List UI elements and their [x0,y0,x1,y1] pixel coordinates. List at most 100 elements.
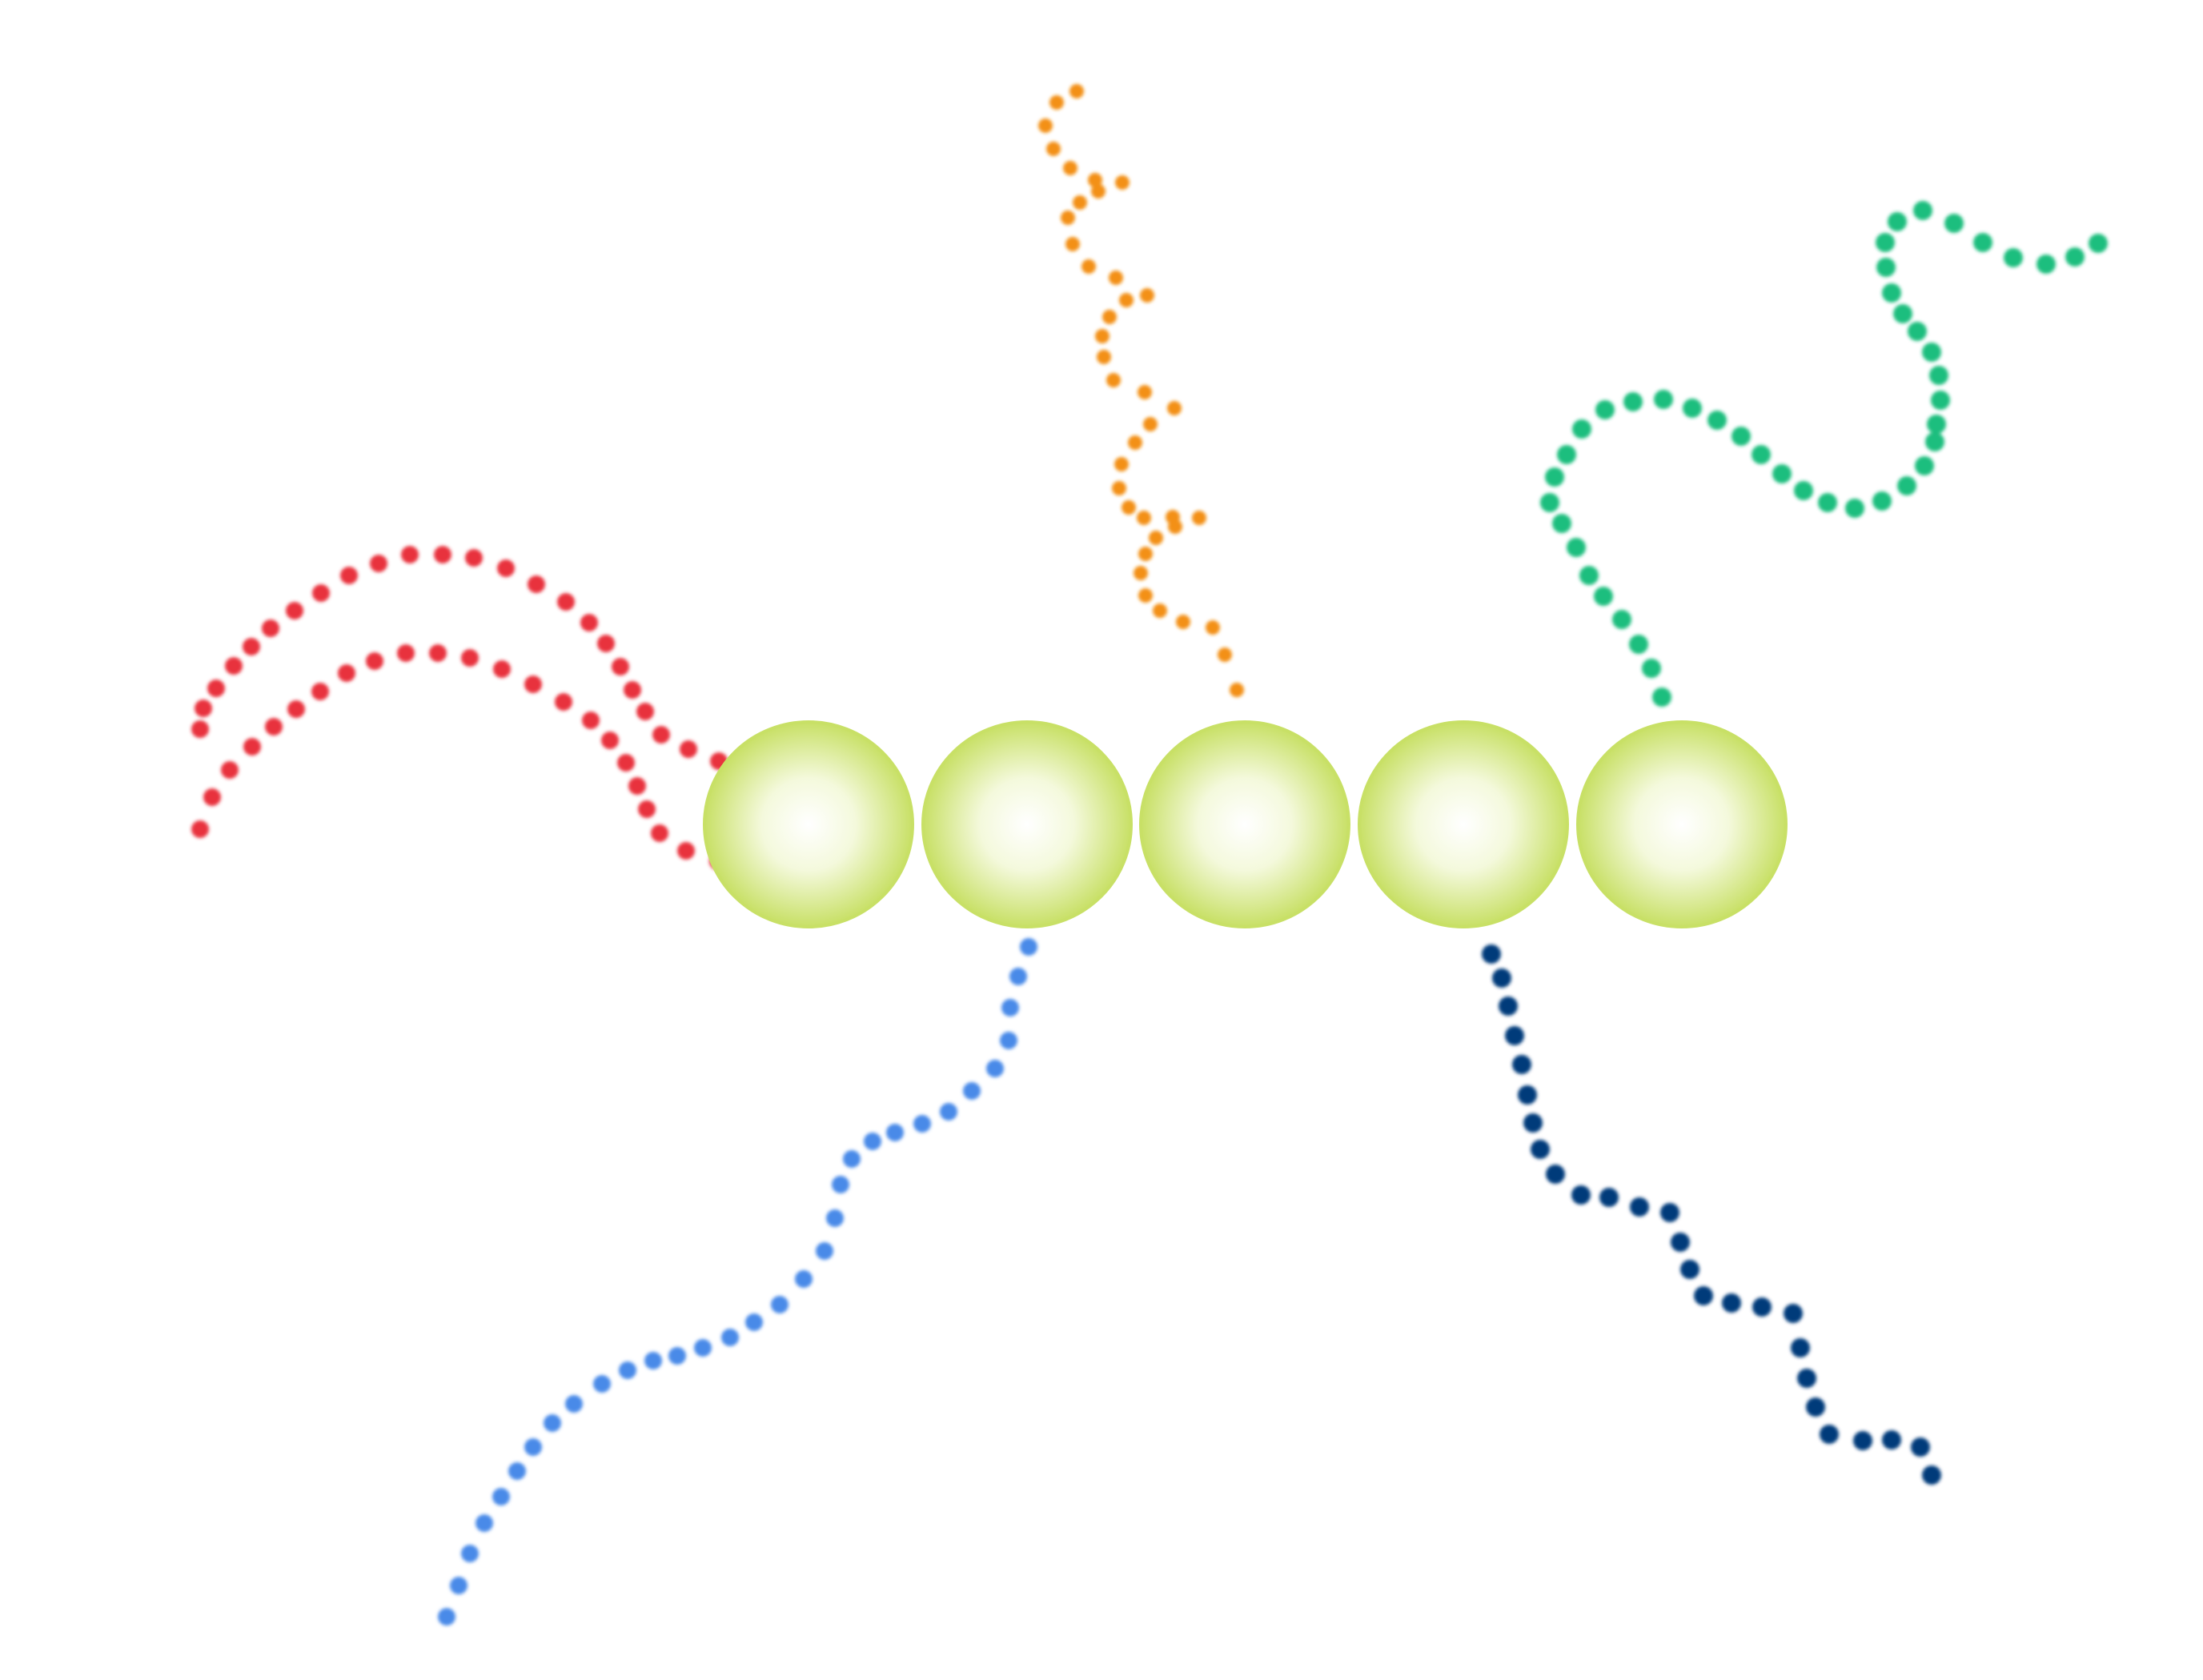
light-blue-chain-dot [450,1577,467,1594]
red-chain-upper-dot [340,567,358,584]
red-chain-upper-dot [191,720,209,738]
green-chain-dot [1927,415,1946,434]
green-chain-dot [1552,514,1571,533]
backbone-bead [921,720,1133,928]
orange-chain-dot [1063,161,1077,175]
light-blue-chain-dot [826,1209,844,1227]
green-chain-dot [1876,258,1896,277]
dark-blue-chain-dot [1660,1203,1679,1222]
orange-chain-dot [1109,271,1123,285]
red-chain-lower-dot [601,732,619,749]
red-chain-upper-dot [465,549,483,567]
light-blue-chain-dot [492,1488,510,1506]
red-chain-lower-dot [524,676,542,693]
dark-blue-chain-dot [1784,1304,1803,1323]
dark-blue-chain-dot [1512,1055,1531,1074]
red-chain-lower [191,644,727,870]
red-chain-upper-dot [597,635,615,652]
green-chain-dot [1579,566,1599,585]
red-chain-lower-dot [582,712,600,729]
light-blue-chain-dot [832,1176,849,1193]
green-chain-dot [1642,659,1661,678]
light-blue-chain-dot [1000,1032,1017,1049]
green-chain-dot [1654,390,1673,409]
dark-blue-chain-dot [1911,1437,1930,1457]
dark-blue-chain-dot [1820,1425,1839,1444]
dark-blue-chain-dot [1797,1369,1816,1388]
orange-chain-dot [1102,310,1117,324]
orange-chain-dot [1138,547,1153,561]
orange-chain-dot [1192,511,1206,525]
dark-blue-chain [1482,944,1941,1485]
dark-blue-chain-dot [1680,1260,1699,1279]
orange-chain-dot [1140,288,1154,303]
green-chain-dot [1893,304,1912,323]
light-blue-chain-dot [963,1082,981,1100]
dark-blue-chain-dot [1791,1338,1810,1357]
dark-blue-chain-dot [1531,1140,1550,1159]
dark-blue-chain-dot [1694,1286,1713,1305]
green-chain-dot [1612,610,1631,629]
red-chain-upper-dot [434,546,451,563]
light-blue-chain-dot [544,1414,561,1432]
orange-chain-dot [1137,511,1151,525]
red-chain-upper-dot [286,602,303,619]
red-chain-upper-dot [580,614,598,632]
red-chain-lower-dot [429,644,447,662]
orange-chain-dot [1128,435,1142,450]
orange-chain-dot [1176,615,1190,629]
green-chain-dot [1652,688,1671,707]
green-chain-dot [1567,538,1586,557]
red-chain-upper-dot [528,575,545,593]
red-chain-lower-dot [311,683,329,700]
light-blue-chain-dot [721,1329,739,1346]
green-chain-dot [1973,233,1992,252]
light-blue-chain-dot [524,1438,542,1456]
orange-chain-dot [1119,293,1134,307]
light-blue-chain-dot [940,1103,957,1121]
red-chain-upper-dot [497,559,515,577]
dark-blue-chain-dot [1505,1026,1524,1045]
light-blue-chain-dot [886,1124,904,1141]
red-chain-lower-dot [265,718,283,736]
dark-blue-chain-dot [1518,1085,1537,1105]
orange-chain-dot [1106,373,1121,387]
light-blue-chain-dot [644,1352,662,1369]
dark-blue-chain-dot [1546,1165,1565,1184]
dark-blue-chain-dot [1853,1431,1872,1450]
light-blue-chain-dot [476,1514,493,1532]
red-chain-upper-dot [262,619,279,637]
green-chain-dot [1752,445,1771,464]
green-chain-dot [2004,248,2023,267]
red-chain-lower-dot [191,820,209,838]
light-blue-chain [438,938,1037,1626]
orange-chain-dot [1138,385,1152,399]
backbone-bead [1358,720,1569,928]
green-chain-dot [1732,427,1751,446]
green-chain-dot [2036,255,2056,274]
orange-chain-dot [1138,588,1153,603]
red-chain-lower-dot [493,660,511,678]
light-blue-chain-dot [816,1242,833,1260]
orange-chain-dot [1049,95,1064,110]
red-chain-upper-dot [636,703,654,720]
light-blue-chain-dot [565,1395,583,1413]
red-chain-lower-dot [677,842,695,860]
red-chain-lower-dot [555,693,572,711]
light-blue-chain-dot [745,1313,763,1331]
green-chain-dot [1944,214,1964,233]
green-chain-dot [1818,493,1837,512]
light-blue-chain-dot [461,1545,479,1562]
red-chain-upper-dot [370,555,387,572]
red-chain-upper-dot [207,680,225,697]
dark-blue-chain-dot [1492,968,1511,988]
orange-chain-dot [1122,500,1136,515]
red-chain-lower-dot [203,788,221,806]
red-chain-lower-dot [338,664,355,682]
light-blue-chain-dot [1009,968,1027,985]
orange-chain-dot [1230,683,1244,697]
red-chain-upper-dot [652,726,670,744]
orange-chain-dot [1088,173,1102,187]
